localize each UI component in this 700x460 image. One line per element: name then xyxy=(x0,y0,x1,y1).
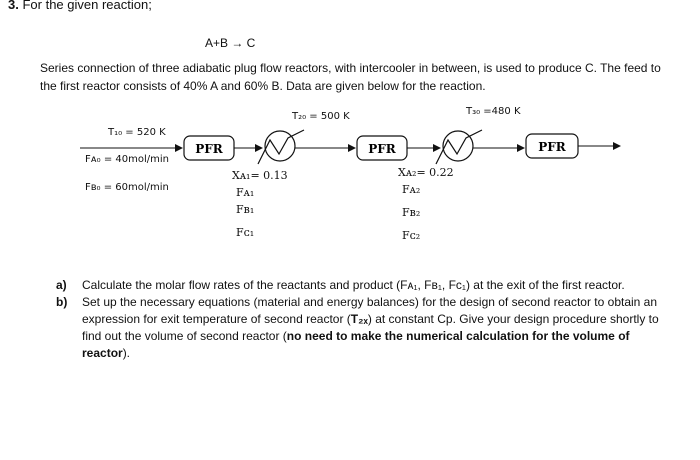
xa1-label: Xᴀ₁= 0.13 xyxy=(232,169,288,182)
part-a: a) Calculate the molar flow rates of the… xyxy=(56,277,678,294)
t30-label: T₃₀ =480 K xyxy=(466,106,521,117)
part-a-text: Calculate the molar flow rates of the re… xyxy=(82,278,625,292)
process-diagram: PFR PFR PFR xyxy=(80,129,621,165)
fc2-label: Fᴄ₂ xyxy=(402,229,421,242)
reactor-2-label: PFR xyxy=(368,142,397,156)
part-b-text-3: ). xyxy=(122,346,131,360)
intro-paragraph: Series connection of three adiabatic plu… xyxy=(40,61,661,93)
fb1-label: Fʙ₁ xyxy=(236,203,255,216)
reaction-equation: A+B → C xyxy=(205,36,256,50)
part-b-text-2: ) at constant Cp. Give your design proce… xyxy=(82,312,659,343)
fc1-label: Fᴄ₁ xyxy=(236,226,255,239)
xa2-label: Xᴀ₂= 0.22 xyxy=(398,166,454,179)
fa1-label: Fᴀ₁ xyxy=(236,186,255,199)
intercooler-1-icon xyxy=(257,129,305,165)
question-parts: a) Calculate the molar flow rates of the… xyxy=(56,277,678,362)
fa0-label: Fᴀ₀ = 40mol/min xyxy=(85,154,170,165)
fb0-label: Fʙ₀ = 60mol/min xyxy=(85,182,169,193)
fa2-label: Fᴀ₂ xyxy=(402,183,421,196)
part-b-bold-note: no need to make the numerical calculatio… xyxy=(82,329,630,360)
part-b-text-1: Set up the necessary equations (material… xyxy=(82,295,658,326)
part-b: b) Set up the necessary equations (mater… xyxy=(56,294,678,362)
question-title: For the given reaction; xyxy=(22,0,152,12)
intercooler-2-icon xyxy=(435,129,483,165)
question-header: 3. For the given reaction; xyxy=(8,0,152,12)
part-b-t2: T₂ₓ xyxy=(350,312,368,326)
reactor-1-label: PFR xyxy=(195,142,224,156)
question-number: 3. xyxy=(8,0,19,12)
reactor-3-label: PFR xyxy=(538,140,567,154)
t10-label: T₁₀ = 520 K xyxy=(108,127,166,138)
t20-label: T₂₀ = 500 K xyxy=(292,111,350,122)
part-b-tag: b) xyxy=(56,295,68,309)
fb2-label: Fʙ₂ xyxy=(402,206,421,219)
part-a-tag: a) xyxy=(56,278,67,292)
